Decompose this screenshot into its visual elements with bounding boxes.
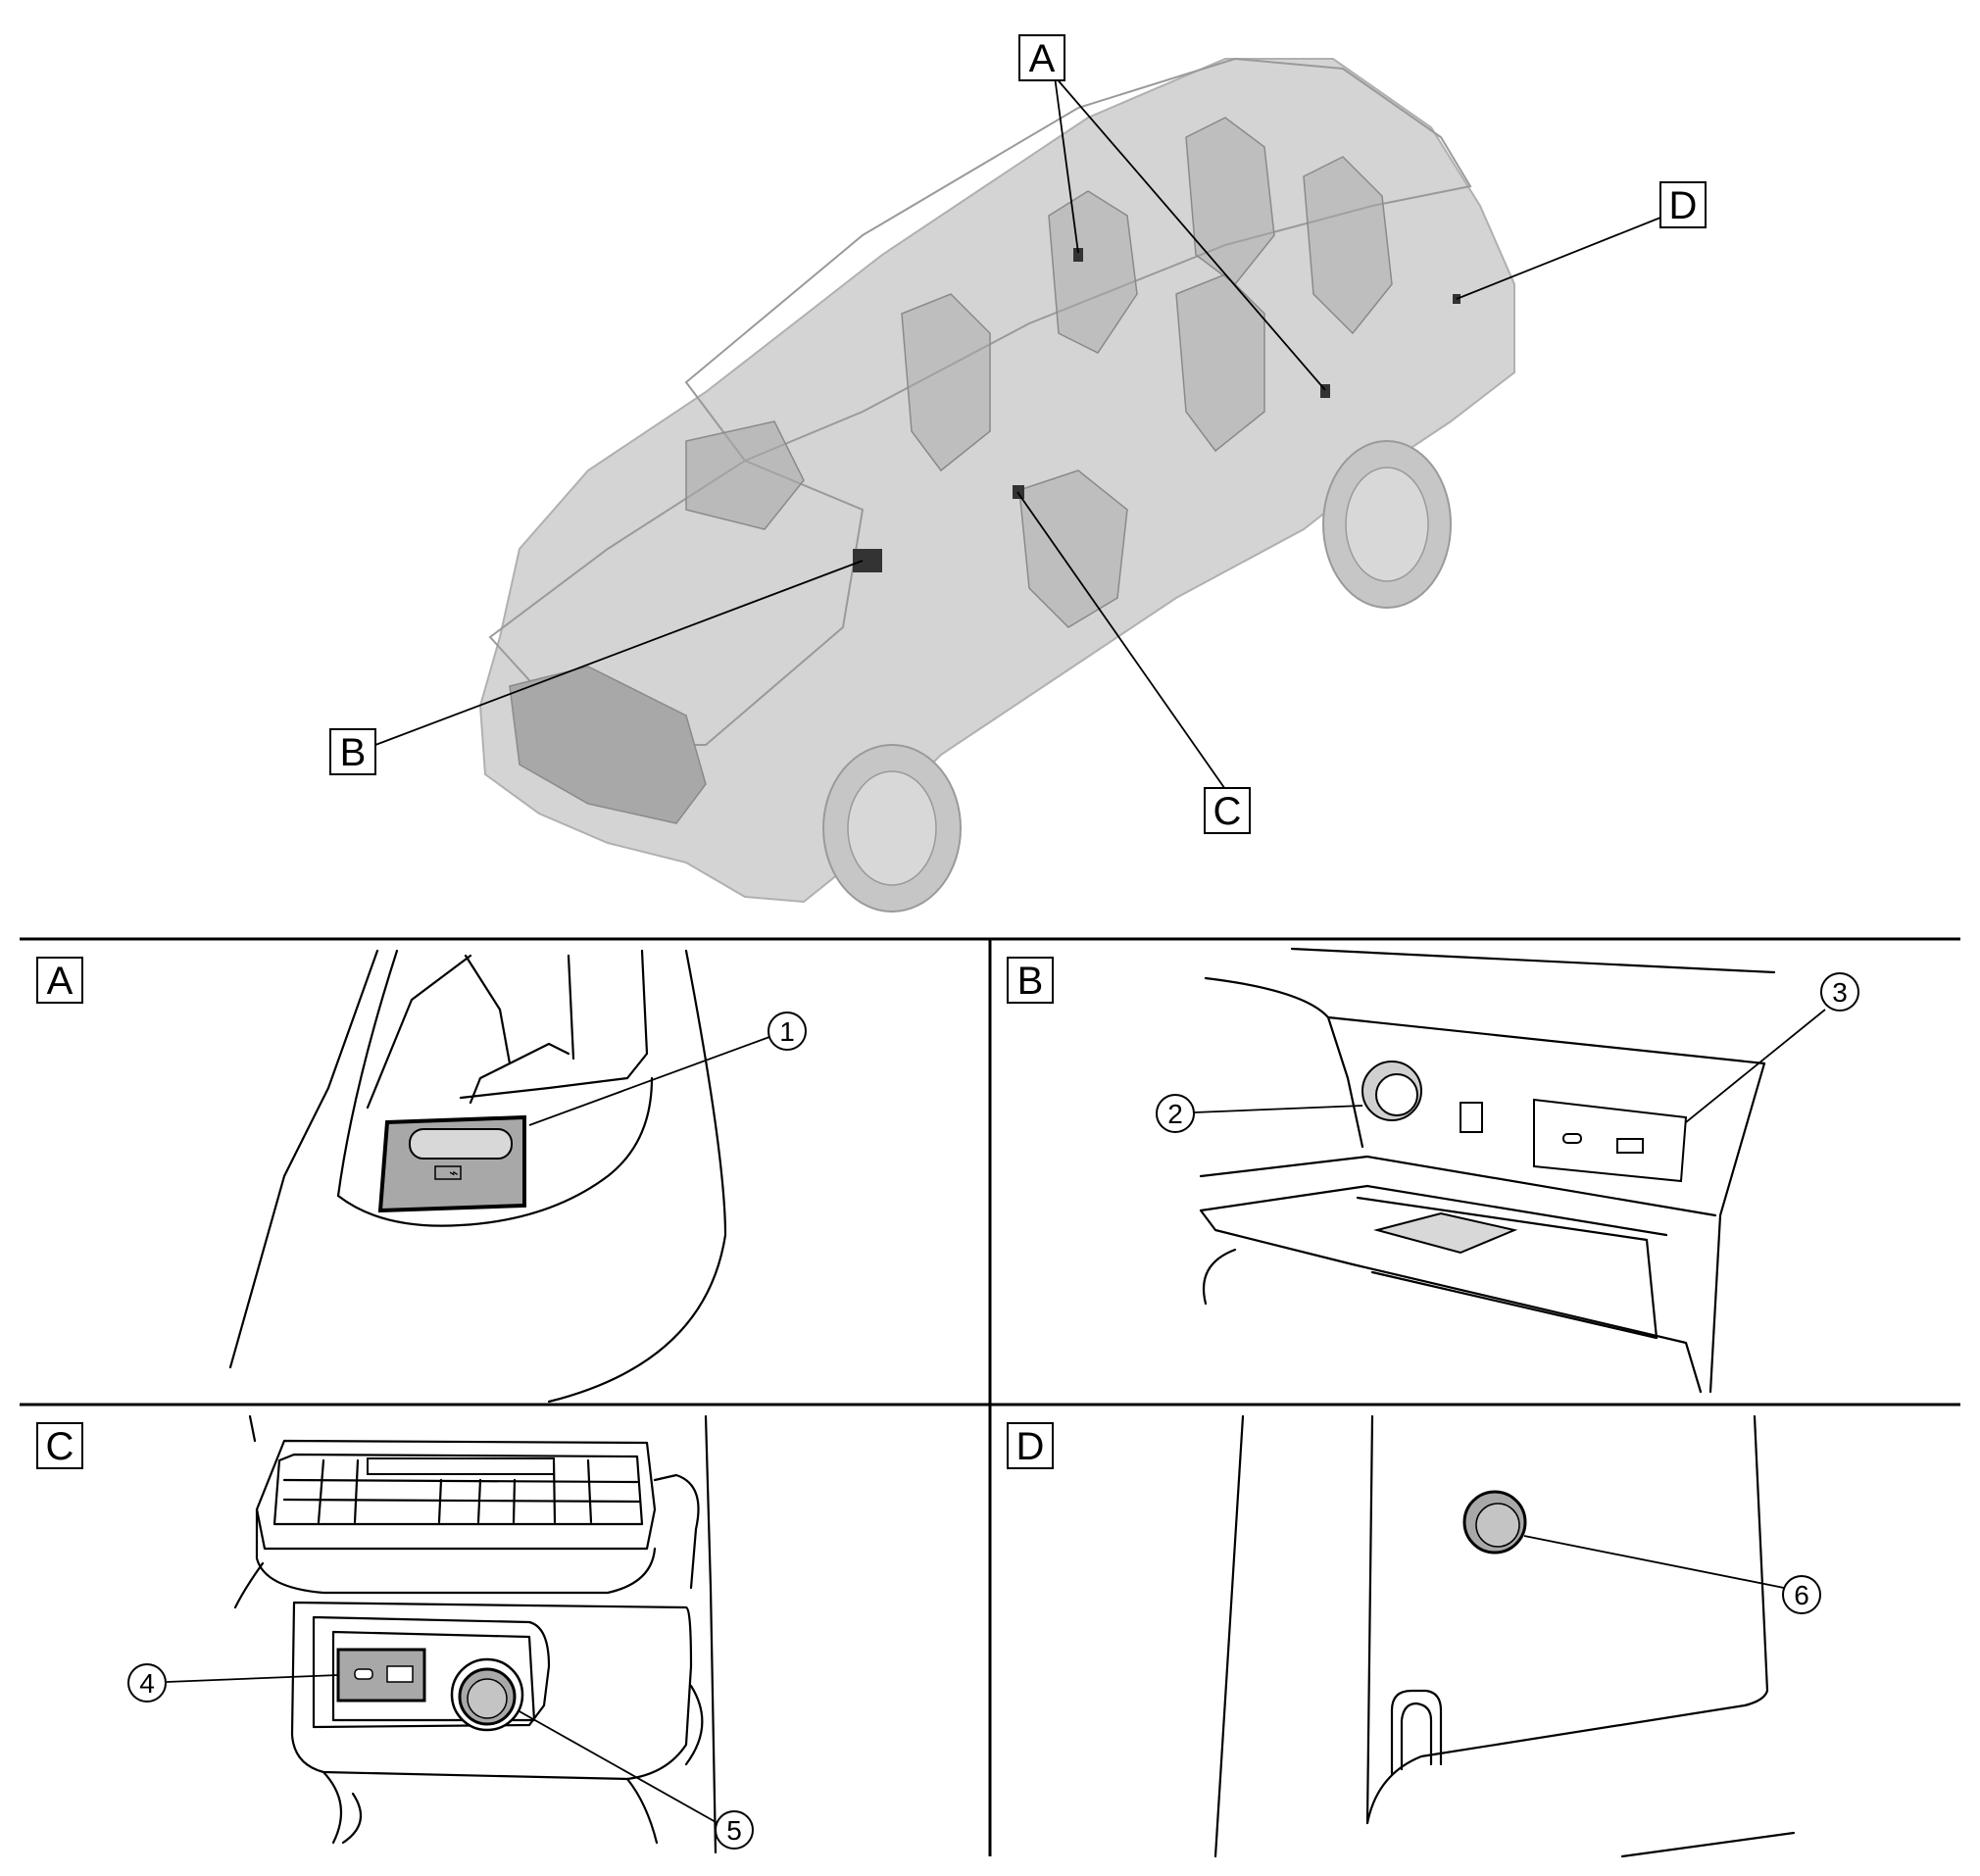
vehicle-roof xyxy=(684,57,1472,463)
panel-b: B 2 3 xyxy=(1007,947,1859,1394)
outlet-marker-b xyxy=(853,549,882,572)
panel-a: A ⌁ 1 xyxy=(36,949,807,1404)
svg-text:A: A xyxy=(1029,37,1056,80)
svg-text:1: 1 xyxy=(779,1016,795,1047)
overview-label-a: A xyxy=(1018,34,1065,81)
panel-d-label: D xyxy=(1007,1422,1054,1469)
panel-a-label: A xyxy=(36,957,83,1004)
vehicle-seats xyxy=(685,117,1393,628)
front-wheel xyxy=(822,744,962,913)
svg-text:D: D xyxy=(1016,1425,1045,1468)
svg-text:6: 6 xyxy=(1794,1580,1809,1610)
panel-d: D 6 xyxy=(1007,1414,1821,1858)
svg-text:B: B xyxy=(1017,960,1044,1003)
detail-grid-lines xyxy=(20,937,1960,1856)
overview-leader-lines xyxy=(367,75,1661,793)
rear-console-12v-outlet xyxy=(450,1657,524,1732)
svg-text:3: 3 xyxy=(1832,977,1848,1008)
cargo-hook xyxy=(1390,1689,1443,1776)
rear-wheel xyxy=(1322,440,1452,609)
svg-text:2: 2 xyxy=(1167,1099,1183,1129)
panel-c: C 4 xyxy=(36,1414,754,1854)
svg-text:⌁: ⌁ xyxy=(449,1163,459,1182)
switch-placeholder xyxy=(1460,1102,1483,1133)
svg-text:5: 5 xyxy=(726,1815,742,1846)
front-usb-ports xyxy=(1533,1098,1688,1183)
callout-5: 5 xyxy=(715,1810,754,1850)
panel-b-label: B xyxy=(1007,957,1054,1004)
svg-text:C: C xyxy=(46,1425,74,1468)
overview-label-d: D xyxy=(1659,181,1707,228)
callout-1: 1 xyxy=(767,1012,807,1051)
vehicle-grille xyxy=(509,666,707,824)
svg-text:D: D xyxy=(1669,184,1698,227)
svg-text:C: C xyxy=(1213,790,1242,833)
callout-4: 4 xyxy=(127,1663,167,1703)
svg-text:4: 4 xyxy=(139,1668,155,1699)
panel-c-label: C xyxy=(36,1422,83,1469)
callout-2: 2 xyxy=(1156,1094,1195,1133)
cargo-12v-outlet xyxy=(1462,1490,1527,1555)
overview-label-b: B xyxy=(329,728,376,775)
usb-charging-pad-outlet: ⌁ xyxy=(377,1114,526,1213)
svg-text:A: A xyxy=(47,960,74,1003)
rear-usb-ports xyxy=(336,1648,426,1703)
callout-6: 6 xyxy=(1782,1575,1821,1614)
front-12v-outlet xyxy=(1361,1061,1422,1121)
svg-text:B: B xyxy=(340,731,367,774)
overview-label-c: C xyxy=(1204,787,1251,834)
callout-3: 3 xyxy=(1820,972,1859,1012)
outlet-marker-a-upper xyxy=(1073,248,1083,262)
vehicle-overview xyxy=(478,57,1515,913)
outlet-marker-a-lower xyxy=(1320,384,1330,398)
